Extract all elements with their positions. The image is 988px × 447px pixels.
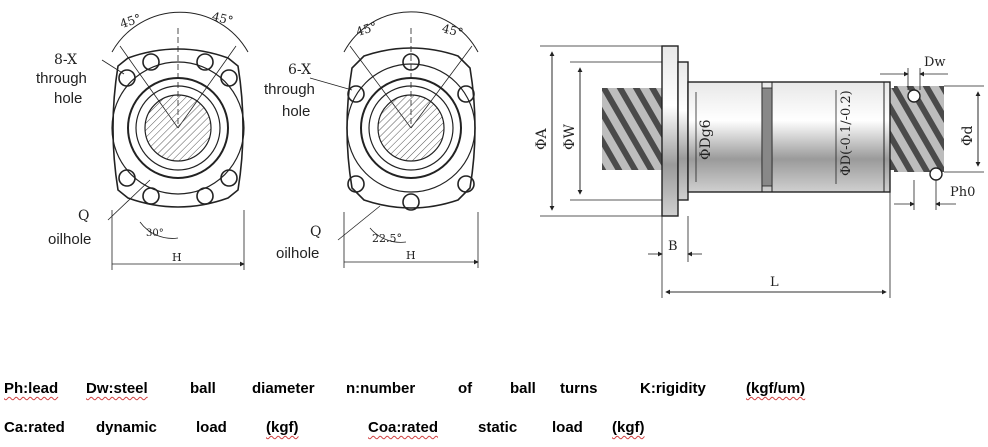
middle-through-label: through: [264, 81, 315, 98]
dim-b: B: [668, 239, 678, 254]
left-oil-symbol: Q: [78, 208, 89, 224]
middle-oil-angle: 22.5°: [372, 232, 402, 245]
middle-hole-label: hole: [282, 103, 310, 120]
legend-line-1: Ph:lead Dw:steel ball diameter n:number …: [0, 380, 988, 400]
dim-ph0: Ph0: [950, 185, 975, 200]
legend-line-2: Ca:rated dynamic load (kgf) Coa:rated st…: [0, 419, 988, 439]
left-oilhole-label: oilhole: [48, 231, 91, 248]
legend-of: of: [458, 380, 473, 397]
left-holes-label: 8-X: [54, 52, 77, 68]
legend-load: load: [196, 419, 227, 436]
left-flange-view: [101, 11, 249, 270]
legend-number: n:number: [346, 380, 416, 397]
middle-flange-view: [309, 11, 479, 268]
dim-phi-d-tol: ΦD(-0.1/-0.2): [839, 90, 854, 176]
dim-phi-d: Φd: [960, 126, 976, 146]
legend-dw: Dw:steel: [86, 380, 148, 397]
middle-angle-left: 45°: [354, 19, 379, 39]
dim-phi-dg6: ΦDg6: [698, 119, 714, 160]
middle-oil-symbol: Q: [310, 224, 321, 240]
dim-phi-a: ΦA: [534, 128, 550, 150]
left-width-label: H: [172, 251, 182, 264]
legend-ca: Ca:rated: [4, 419, 65, 436]
left-angle-right: 45°: [211, 9, 235, 28]
legend-ball: ball: [190, 380, 216, 397]
legend-coa: Coa:rated: [368, 419, 439, 436]
middle-holes-label: 6-X: [288, 62, 311, 78]
dim-l: L: [770, 275, 779, 290]
dim-phi-w: ΦW: [562, 124, 578, 150]
legend-rigidity: K:rigidity: [640, 380, 706, 397]
left-hole-label: hole: [54, 90, 82, 107]
middle-width-label: H: [406, 249, 416, 262]
legend-rigidity-unit: (kgf/um): [746, 380, 806, 397]
legend-load-2: load: [552, 419, 583, 436]
left-angle-left: 45°: [118, 11, 143, 31]
legend-kgf-2: (kgf): [612, 419, 645, 436]
legend-static: static: [478, 419, 518, 436]
middle-oilhole-label: oilhole: [276, 245, 319, 262]
left-through-label: through: [36, 70, 87, 87]
legend-diameter: diameter: [252, 380, 315, 397]
legend-turns: turns: [560, 380, 598, 397]
legend-kgf: (kgf): [266, 419, 299, 436]
left-oil-angle: 30°: [146, 228, 164, 239]
nut-side-view: [540, 45, 984, 298]
technical-drawing: 45° 45° 8-X through hole Q oilhole 30° H…: [36, 9, 984, 298]
dim-dw: Dw: [924, 55, 946, 70]
legend-dynamic: dynamic: [96, 419, 157, 436]
middle-angle-right: 45°: [441, 21, 465, 40]
legend-ball-2: ball: [510, 380, 536, 397]
legend-ph: Ph:lead: [4, 380, 59, 397]
